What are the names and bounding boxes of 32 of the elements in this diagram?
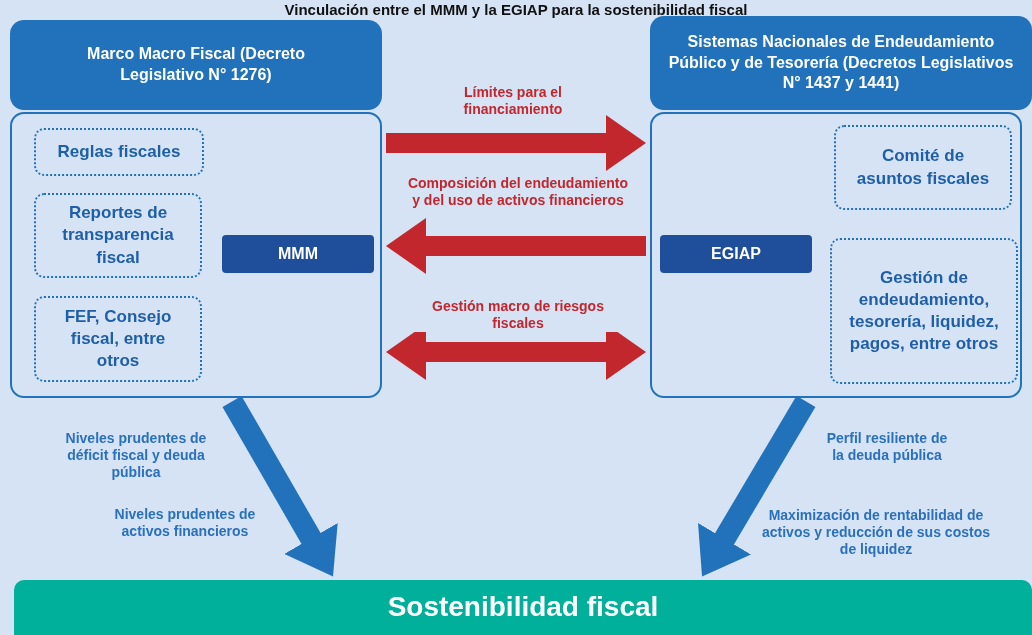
box-text: Gestión de endeudamiento, tesorería, liquidez, pagos, entre otros (848, 266, 1000, 356)
annotation-text: Maximización de rentabilidad de activos y reducción de sus costos de liquidez (761, 507, 991, 558)
box-text: Reportes de transparencia fiscal (61, 202, 175, 269)
label-box (222, 235, 374, 273)
box-text: Reglas fiscales (57, 140, 181, 163)
header-box (10, 20, 382, 110)
dotted-box (834, 125, 1012, 210)
annotation-text: Perfil resiliente de la deuda pública (825, 430, 949, 464)
dotted-box (34, 296, 202, 382)
dotted-box (34, 128, 204, 176)
box-text: Sostenibilidad fiscal (387, 590, 659, 625)
block-arrow (222, 395, 338, 577)
panel-box (10, 112, 382, 398)
box-text: EGIAP (711, 243, 761, 264)
dotted-box (830, 238, 1018, 384)
header-box (650, 16, 1032, 110)
box-text: MMM (278, 243, 318, 264)
label-box (660, 235, 812, 273)
block-arrow (698, 395, 816, 577)
box-text: Marco Macro Fiscal (Decreto Legislativo N° 1276) (86, 44, 306, 85)
annotation-text: Niveles prudentes de activos financieros (113, 506, 257, 540)
box-text: Comité de asuntos fiscales (855, 145, 991, 190)
diagram-title: Vinculación entre el MMM y la EGIAP para la sostenibilidad fiscal (283, 1, 749, 18)
result-box (14, 580, 1032, 635)
block-arrow (386, 115, 646, 171)
box-text: Sistemas Nacionales de Endeudamiento Público y de Tesorería (Decretos Legislativos N° 1437 y 1441) (667, 31, 1015, 94)
dotted-box (34, 193, 202, 278)
block-arrow (386, 218, 646, 274)
edge-label: Composición del endeudamiento y del uso de activos financieros (405, 175, 631, 209)
panel-box (650, 112, 1022, 398)
annotation-text: Niveles prudentes de déficit fiscal y deuda pública (64, 430, 208, 481)
box-text: FEF, Consejo fiscal, entre otros (63, 305, 173, 373)
